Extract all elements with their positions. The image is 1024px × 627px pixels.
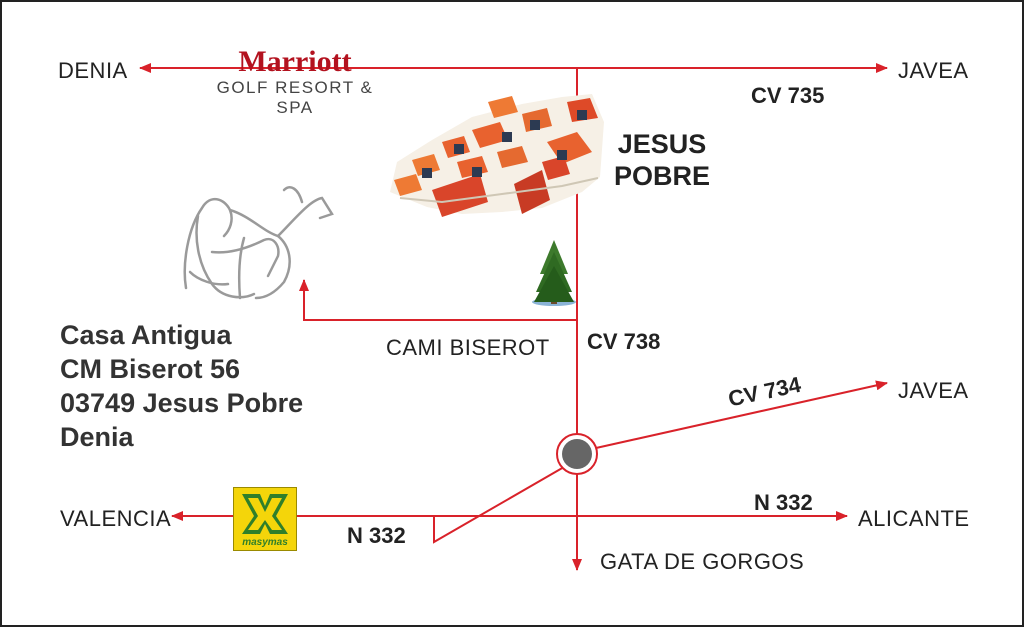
marriott-logo: Marriott GOLF RESORT & SPA xyxy=(200,46,390,118)
masymas-label: masymas xyxy=(242,537,288,548)
dest-denia: DENIA xyxy=(58,58,128,83)
town-line-1: JESUS xyxy=(617,129,707,159)
masymas-x-icon xyxy=(242,494,288,534)
dest-javea-right: JAVEA xyxy=(898,378,969,403)
marriott-name: Marriott xyxy=(238,45,352,78)
roundabout-icon xyxy=(556,433,598,475)
label-cv738: CV 738 xyxy=(587,329,661,354)
dest-javea-top: JAVEA xyxy=(898,58,969,83)
road-n332-link xyxy=(433,466,565,544)
dest-alicante: ALICANTE xyxy=(858,506,970,531)
label-cami-biserot: CAMI BISEROT xyxy=(386,335,550,360)
town-line-2: POBRE xyxy=(614,161,711,191)
dest-gata-de-gorgos: GATA DE GORGOS xyxy=(600,549,805,574)
label-n332-left: N 332 xyxy=(347,523,406,548)
address-line-4: Denia xyxy=(60,422,134,452)
marriott-subtitle: GOLF RESORT & SPA xyxy=(216,78,374,117)
pine-tree-icon xyxy=(532,240,576,306)
address-line-2: CM Biserot 56 xyxy=(60,354,241,384)
address-block: Casa Antigua CM Biserot 56 03749 Jesus P… xyxy=(60,318,303,454)
road-cv734 xyxy=(595,380,888,449)
town-name: JESUS POBRE xyxy=(614,128,710,192)
address-line-1: Casa Antigua xyxy=(60,320,232,350)
label-n332-right: N 332 xyxy=(754,490,813,515)
dest-valencia: VALENCIA xyxy=(60,506,172,531)
dog-outline-icon xyxy=(183,186,334,300)
label-cv735: CV 735 xyxy=(751,83,825,108)
masymas-logo: masymas xyxy=(233,487,297,551)
address-line-3: 03749 Jesus Pobre xyxy=(60,388,304,418)
road-cami-biserot xyxy=(299,279,577,321)
village-illustration xyxy=(390,94,604,217)
